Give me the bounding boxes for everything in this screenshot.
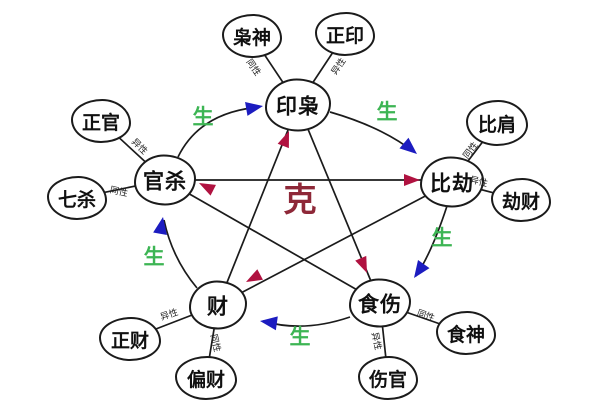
arrow-sheng-shishang-cai xyxy=(260,316,278,331)
generate-label-bijie-shishang: 生 xyxy=(431,226,453,250)
polarity-label-shishen: 同性 xyxy=(415,308,436,325)
node-yinxiao-label: 印枭 xyxy=(276,94,320,118)
arrow-ke-yinxiao-shishang xyxy=(355,255,367,273)
polarity-label-xiaoshen: 同性 xyxy=(243,57,263,79)
node-guansha-label: 官杀 xyxy=(143,169,187,193)
arrow-sheng-bijie-shishang xyxy=(414,260,430,278)
node-cai-label: 财 xyxy=(207,294,229,318)
arrow-ke-bijie-cai xyxy=(246,269,263,282)
polarity-label-zhengyin: 异性 xyxy=(329,56,349,78)
polarity-label-qisha: 同性 xyxy=(108,185,129,200)
arc-guansha-yinxiao xyxy=(177,106,261,158)
center-control-label: 克 xyxy=(283,180,319,219)
generate-label-yinxiao-bijie: 生 xyxy=(376,100,398,124)
node-jiecai-label: 劫财 xyxy=(501,190,540,213)
polarity-label-zhengcai: 异性 xyxy=(159,307,180,323)
node-cai: 财 xyxy=(189,280,247,330)
arrow-ke-cai-yinxiao xyxy=(277,131,289,149)
node-zhengcai-label: 正财 xyxy=(110,329,149,352)
node-jiecai: 劫财 xyxy=(491,178,551,222)
node-shishen: 食神 xyxy=(436,311,496,355)
arrow-sheng-cai-guansha xyxy=(153,217,167,235)
node-qisha-label: 七杀 xyxy=(57,188,96,211)
generate-label-cai-guansha: 生 xyxy=(143,245,165,269)
arrow-sheng-guansha-yinxiao xyxy=(245,102,263,116)
node-shangguan-label: 伤官 xyxy=(368,368,407,391)
node-qisha: 七杀 xyxy=(47,176,107,220)
arc-yinxiao-bijie xyxy=(329,111,415,153)
star-line-bijie-cai xyxy=(217,181,453,306)
node-zhengyin: 正印 xyxy=(315,12,375,56)
arrow-ke-shishang-guansha xyxy=(199,183,216,196)
node-bijian-label: 比肩 xyxy=(477,113,516,136)
generate-label-shishang-cai: 生 xyxy=(289,325,311,349)
node-zhengguan: 正官 xyxy=(71,99,131,143)
node-guansha: 官杀 xyxy=(134,154,196,206)
node-bijian: 比肩 xyxy=(466,100,528,146)
arrow-ke-guansha-bijie xyxy=(404,174,420,186)
node-piancai-label: 偏财 xyxy=(186,368,225,391)
arc-cai-guansha xyxy=(163,219,198,289)
node-zhengyin-label: 正印 xyxy=(325,24,364,47)
node-shangguan: 伤官 xyxy=(358,356,418,400)
star-line-shishang-guansha xyxy=(164,179,381,304)
generate-label-guansha-yinxiao: 生 xyxy=(192,105,214,129)
node-zhengguan-label: 正官 xyxy=(81,111,120,134)
arrow-sheng-yinxiao-bijie xyxy=(399,137,417,154)
node-yinxiao: 印枭 xyxy=(265,78,331,132)
node-shishen-label: 食神 xyxy=(446,323,485,346)
polarity-label-piancai: 同性 xyxy=(207,333,222,354)
node-piancai: 偏财 xyxy=(175,356,237,400)
node-zhengcai: 正财 xyxy=(99,317,161,361)
node-shishang-label: 食伤 xyxy=(358,292,402,316)
node-bijie-label: 比劫 xyxy=(430,171,474,195)
node-shishang: 食伤 xyxy=(349,278,411,328)
polarity-label-shangguan: 异性 xyxy=(368,331,383,352)
node-xiaoshen: 枭神 xyxy=(222,14,282,58)
node-xiaoshen-label: 枭神 xyxy=(232,26,271,49)
polarity-label-zhengguan: 异性 xyxy=(129,137,149,157)
